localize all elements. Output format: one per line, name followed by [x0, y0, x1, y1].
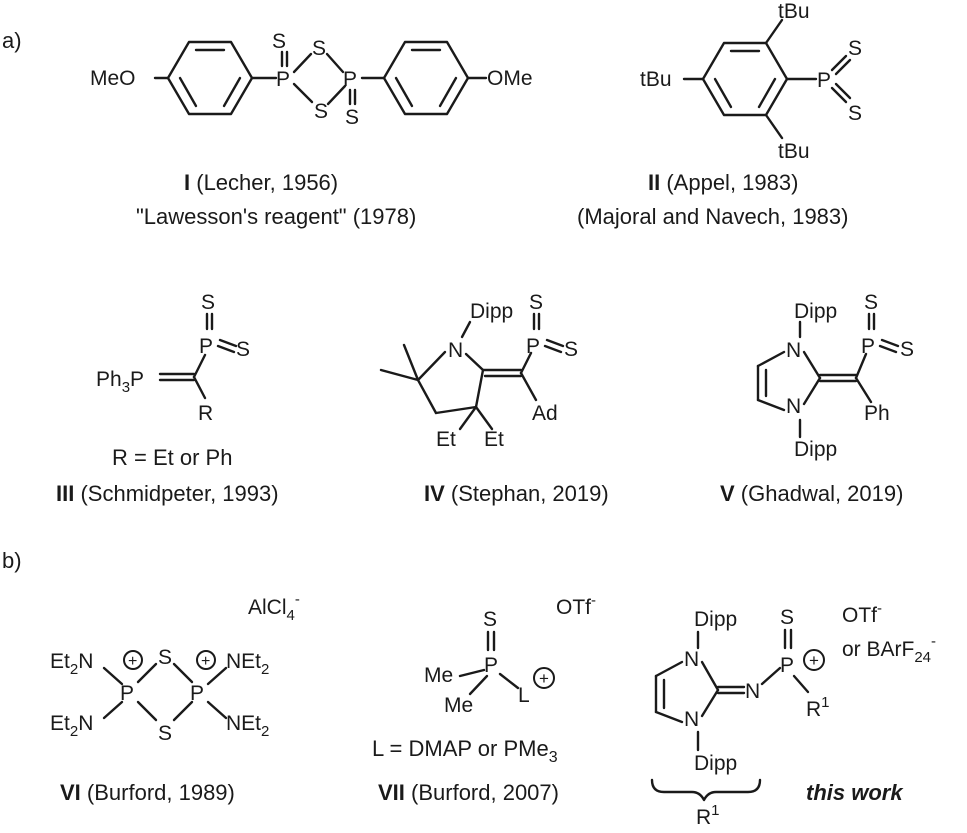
- atom-S-bottom: S: [345, 106, 359, 129]
- brace-R1: [650, 778, 762, 802]
- atom-S-VI-bottom: S: [158, 722, 172, 745]
- plus-charge-VII: [533, 667, 555, 689]
- atom-S-II-top: S: [848, 37, 862, 60]
- compound-III-structure: Ph3P P S S R: [96, 291, 250, 425]
- atom-N-V-bottom: N: [786, 395, 801, 418]
- atom-P-this-work: P: [780, 654, 794, 677]
- this-work-structure: OTf- or BArF24- Dipp N N Dipp N P + S R1…: [650, 600, 936, 829]
- tBu-bottom: tBu: [778, 140, 810, 163]
- compound-VI-caption: VI (Burford, 1989): [60, 780, 235, 805]
- atom-P-III: P: [199, 335, 213, 358]
- methoxy-left: MeO: [90, 67, 136, 90]
- atom-S-top: S: [272, 30, 286, 53]
- compound-II-caption2: (Majoral and Navech, 1983): [577, 204, 848, 229]
- atom-N-this-work-bottom: N: [684, 708, 699, 731]
- atom-P2: P: [343, 68, 357, 91]
- r1-group: R1: [806, 694, 830, 721]
- atom-S-V-right: S: [900, 338, 914, 361]
- dipp-this-work-top: Dipp: [694, 608, 737, 631]
- anion-otf-VII: OTf-: [556, 592, 596, 619]
- plus-charge-VI-right: [196, 650, 216, 670]
- tBu-left: tBu: [640, 68, 672, 91]
- adamantyl: Ad: [532, 402, 558, 425]
- atom-S-IV-top: S: [529, 291, 543, 314]
- atom-P-VI-right: P: [190, 682, 204, 705]
- compound-II-caption: II (Appel, 1983): [648, 170, 798, 195]
- ethyl-left: Et: [436, 428, 456, 451]
- compound-VII-structure: OTf- S P Me Me L +: [424, 592, 596, 717]
- atom-S-ring-bottom: S: [314, 100, 328, 123]
- ligand-L: L: [518, 684, 530, 707]
- dipp-V-bottom: Dipp: [794, 438, 837, 461]
- amine-top-right: NEt2: [226, 650, 269, 678]
- anion-barf-this-work: or BArF24-: [842, 633, 936, 666]
- plus-sign-VII: +: [539, 669, 549, 688]
- brace-label: R1: [696, 802, 720, 829]
- methoxy-right: OMe: [487, 67, 533, 90]
- amine-top-left: Et2N: [50, 650, 93, 678]
- plus-charge-this-work: [803, 649, 825, 671]
- atom-S-V-top: S: [864, 291, 878, 314]
- anion-otf-this-work: OTf-: [842, 600, 882, 627]
- atom-S-VII: S: [483, 608, 497, 631]
- compound-V-structure: Dipp N N Dipp P S S Ph: [756, 291, 914, 461]
- compound-I-structure: MeO P S S S P S OMe: [90, 30, 533, 129]
- atom-P-VII: P: [484, 654, 498, 677]
- anion-alcl4: AlCl4-: [248, 591, 300, 624]
- compound-III-note: R = Et or Ph: [112, 445, 232, 470]
- dipp-IV: Dipp: [470, 300, 513, 323]
- plus-charge-VI-left: [123, 650, 143, 670]
- dipp-this-work-bottom: Dipp: [694, 752, 737, 775]
- atom-S-III-top: S: [201, 291, 215, 314]
- compound-I-caption: I (Lecher, 1956): [184, 170, 338, 195]
- plus-sign-VI-right: +: [201, 653, 210, 670]
- atom-N-V-top: N: [786, 339, 801, 362]
- compound-II-structure: tBu tBu tBu P S S: [640, 0, 862, 163]
- compound-VI-structure: AlCl4- Et2N Et2N P + S S P + NEt2 NEt2: [50, 591, 300, 745]
- plus-sign-VI-left: +: [128, 653, 137, 670]
- atom-N-imine: N: [745, 680, 760, 703]
- atom-S-ring-top: S: [312, 37, 326, 60]
- atom-S-II-bottom: S: [848, 102, 862, 125]
- atom-P1: P: [276, 68, 290, 91]
- compound-I-caption2: "Lawesson's reagent" (1978): [136, 204, 416, 229]
- atom-S-IV-right: S: [564, 338, 578, 361]
- atom-S-III-right: S: [236, 338, 250, 361]
- panel-label-a: a): [2, 28, 22, 53]
- atom-P-VI-left: P: [120, 682, 134, 705]
- compound-VII-note: L = DMAP or PMe3: [372, 736, 558, 766]
- compound-IV-caption: IV (Stephan, 2019): [424, 481, 609, 506]
- ylide-group: Ph3P: [96, 368, 144, 396]
- panel-label-b: b): [2, 548, 22, 573]
- atom-P-IV: P: [526, 335, 540, 358]
- compound-V-caption: V (Ghadwal, 2019): [720, 481, 903, 506]
- amine-bottom-right: NEt2: [226, 712, 269, 740]
- tBu-top: tBu: [778, 0, 810, 23]
- r-group: R: [198, 402, 213, 425]
- atom-P-V: P: [861, 335, 875, 358]
- atom-P-II: P: [817, 69, 831, 92]
- ethyl-right: Et: [484, 428, 504, 451]
- compound-VII-caption: VII (Burford, 2007): [378, 780, 559, 805]
- atom-S-this-work: S: [780, 606, 794, 629]
- plus-sign-this-work: +: [809, 651, 819, 670]
- methyl-2: Me: [444, 694, 473, 717]
- amine-bottom-left: Et2N: [50, 712, 93, 740]
- compound-III-caption: III (Schmidpeter, 1993): [56, 481, 279, 506]
- methyl-1: Me: [424, 664, 453, 687]
- atom-N-IV: N: [448, 339, 463, 362]
- compound-IV-structure: Dipp N Et Et P S S Ad: [379, 291, 578, 451]
- atom-S-VI-top: S: [158, 646, 172, 669]
- dipp-V-top: Dipp: [794, 300, 837, 323]
- this-work-label: this work: [806, 780, 904, 805]
- phenyl-V: Ph: [864, 402, 890, 425]
- atom-N-this-work-top: N: [684, 648, 699, 671]
